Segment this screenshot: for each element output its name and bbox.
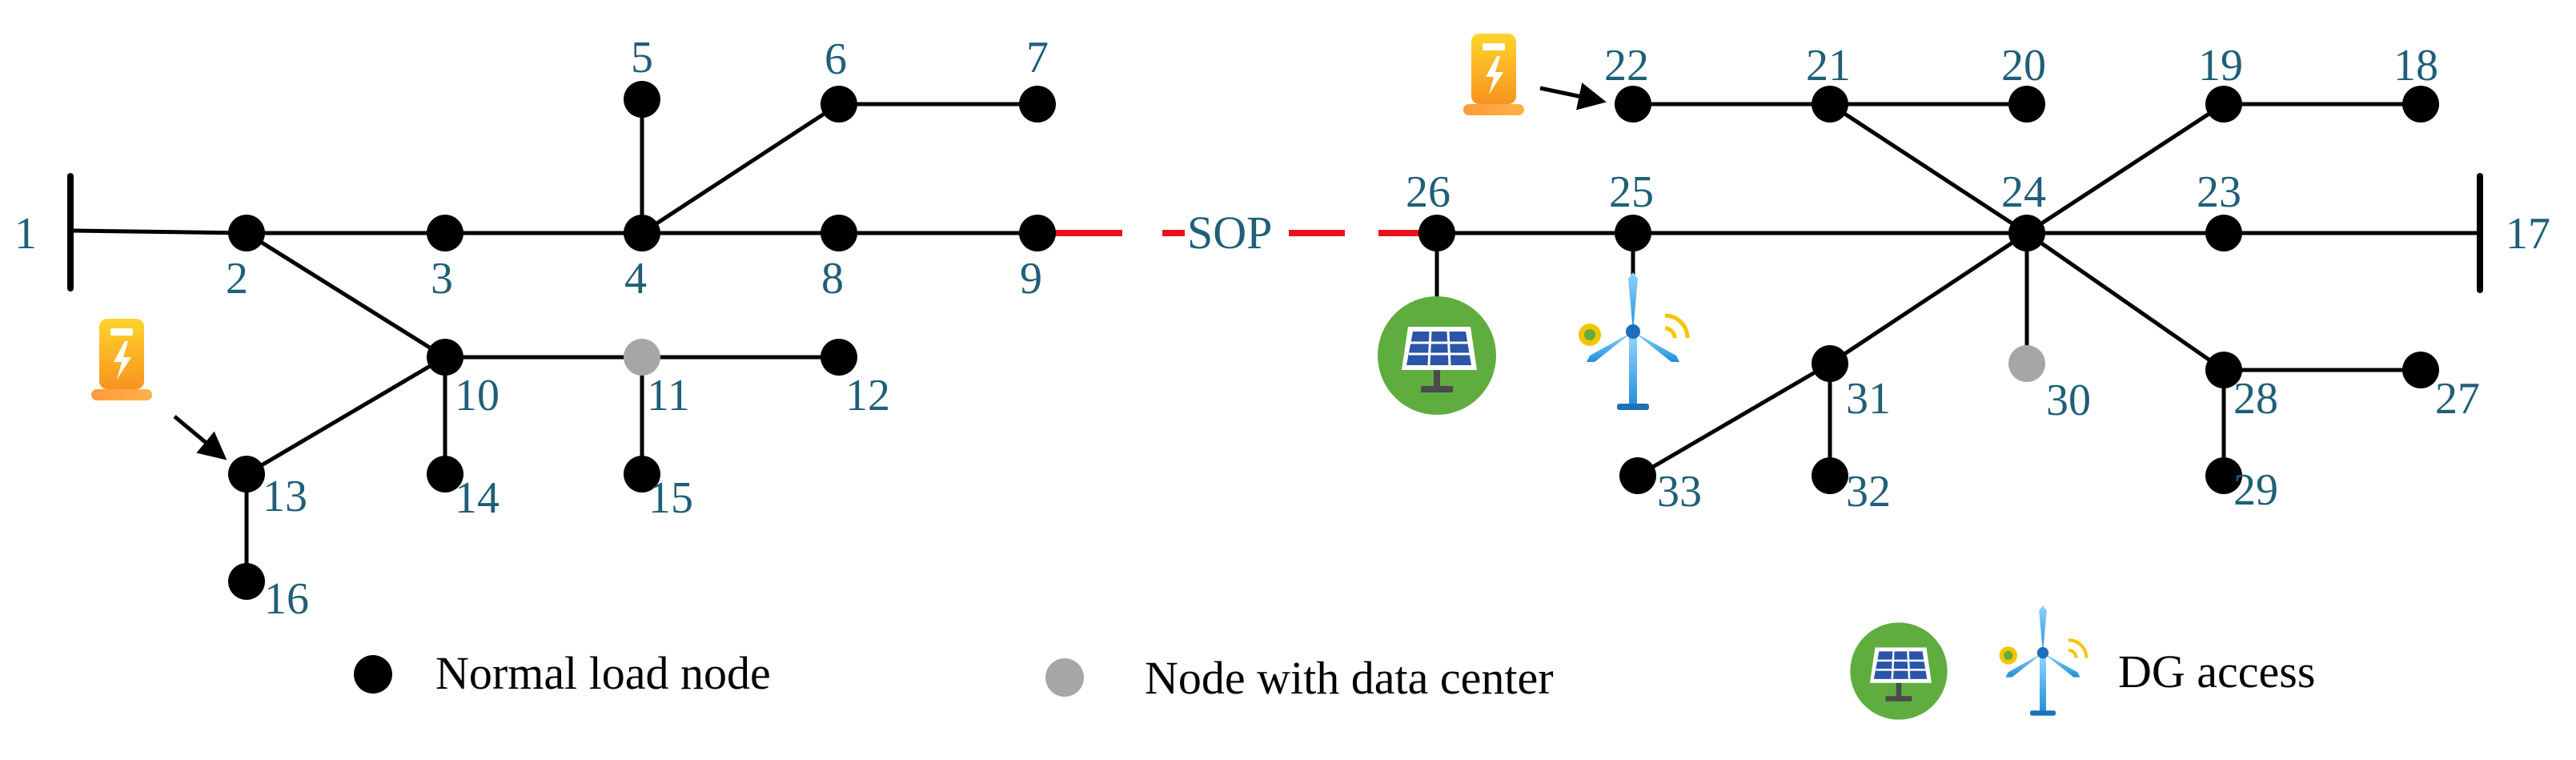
node-label-23: 23 [2197,167,2241,217]
node-label-7: 7 [1026,33,1049,82]
node-label-27: 27 [2435,374,2480,424]
node-label-8: 8 [821,254,844,304]
ev-arrow-13 [173,415,227,460]
ev-charger-icon [1463,34,1607,115]
load-node-5 [624,81,660,118]
load-node-10 [427,339,463,376]
load-node-6 [821,86,857,123]
load-node-31 [1812,345,1848,382]
node-label-5: 5 [631,33,653,82]
load-node-33 [1619,457,1656,494]
load-node-13 [228,456,265,493]
load-node-15 [624,456,660,493]
data-center-node-30 [2008,345,2045,382]
edge-n24-n19 [2024,102,2226,235]
node-label-16: 16 [264,574,309,624]
node-label-21: 21 [1806,41,1851,90]
solar-panel-icon [1376,231,1498,416]
edge-n24-n28 [2024,231,2226,372]
load-node-24 [2008,215,2045,251]
load-node-19 [2205,86,2242,123]
node-label-18: 18 [2393,41,2438,90]
load-node-8 [821,215,857,251]
load-node-9 [1019,215,1056,251]
load-node-23 [2205,215,2242,251]
load-node-14 [427,456,463,493]
load-node-4 [624,215,660,251]
bus-1: 1 [14,173,74,292]
bus-label-1: 1 [14,209,37,259]
legend-wind-icon [2000,605,2087,716]
ev-arrow-22 [1539,82,1607,111]
node-label-22: 22 [1604,41,1649,90]
node-label-13: 13 [263,472,307,521]
node-label-12: 12 [845,371,890,420]
wind-turbine-icon [1579,231,1687,410]
legend-normal-node-marker [354,655,392,694]
load-node-21 [1812,86,1848,123]
node-label-25: 25 [1609,167,1654,217]
legend-normal-node-label: Normal load node [435,647,771,699]
node-label-10: 10 [455,371,500,420]
node-label-3: 3 [431,254,453,304]
legend: Normal load node Node with data center D… [354,605,2315,721]
node-label-32: 32 [1846,467,1891,517]
node-label-19: 19 [2198,41,2243,90]
legend-dg-label: DG access [2118,645,2315,698]
sop-tie: SOP [1037,207,1433,259]
load-node-20 [2008,86,2045,123]
load-node-32 [1812,457,1848,494]
load-node-3 [427,215,463,251]
edge-n31-n33 [1635,361,1832,478]
edge-n2-n10 [244,231,447,360]
legend-data-center-label: Node with data center [1145,652,1554,704]
node-label-33: 33 [1657,467,1702,517]
load-node-16 [228,563,265,600]
load-node-25 [1615,215,1651,251]
edge-n21-n24 [1828,102,2029,235]
node-label-31: 31 [1846,374,1891,424]
load-node-2 [228,215,265,251]
edge-n4-n6 [640,102,841,235]
edge-b1-n2 [71,228,249,235]
node-label-9: 9 [1020,254,1042,304]
legend-data-center-marker [1045,658,1084,697]
load-node-12 [821,339,857,376]
edge-n24-n31 [1828,231,2029,366]
node-label-24: 24 [2001,167,2046,217]
load-node-27 [2402,352,2439,388]
ev-charger-icon [91,319,227,460]
legend-solar-icon [1849,621,1948,721]
bus-17: 17 [2477,173,2550,293]
node-label-15: 15 [648,473,693,523]
nodes-layer [228,81,2439,600]
edge-n10-n13 [244,355,447,477]
node-label-30: 30 [2046,376,2091,425]
node-label-20: 20 [2001,41,2046,90]
node-label-14: 14 [455,473,500,523]
load-node-22 [1615,86,1651,123]
load-node-26 [1418,215,1455,251]
data-center-node-11 [624,339,660,376]
node-label-26: 26 [1406,167,1451,217]
sop-label: SOP [1187,207,1272,259]
load-node-18 [2402,86,2439,123]
node-label-6: 6 [825,34,847,84]
edges-layer [71,97,2482,584]
bus-label-17: 17 [2506,209,2550,259]
node-label-11: 11 [647,371,690,420]
node-label-2: 2 [226,254,248,304]
load-node-7 [1019,86,1056,123]
node-label-28: 28 [2233,374,2278,424]
node-label-29: 29 [2233,465,2278,515]
load-node-28 [2205,352,2242,388]
node-label-4: 4 [624,254,647,304]
load-node-29 [2205,457,2242,494]
